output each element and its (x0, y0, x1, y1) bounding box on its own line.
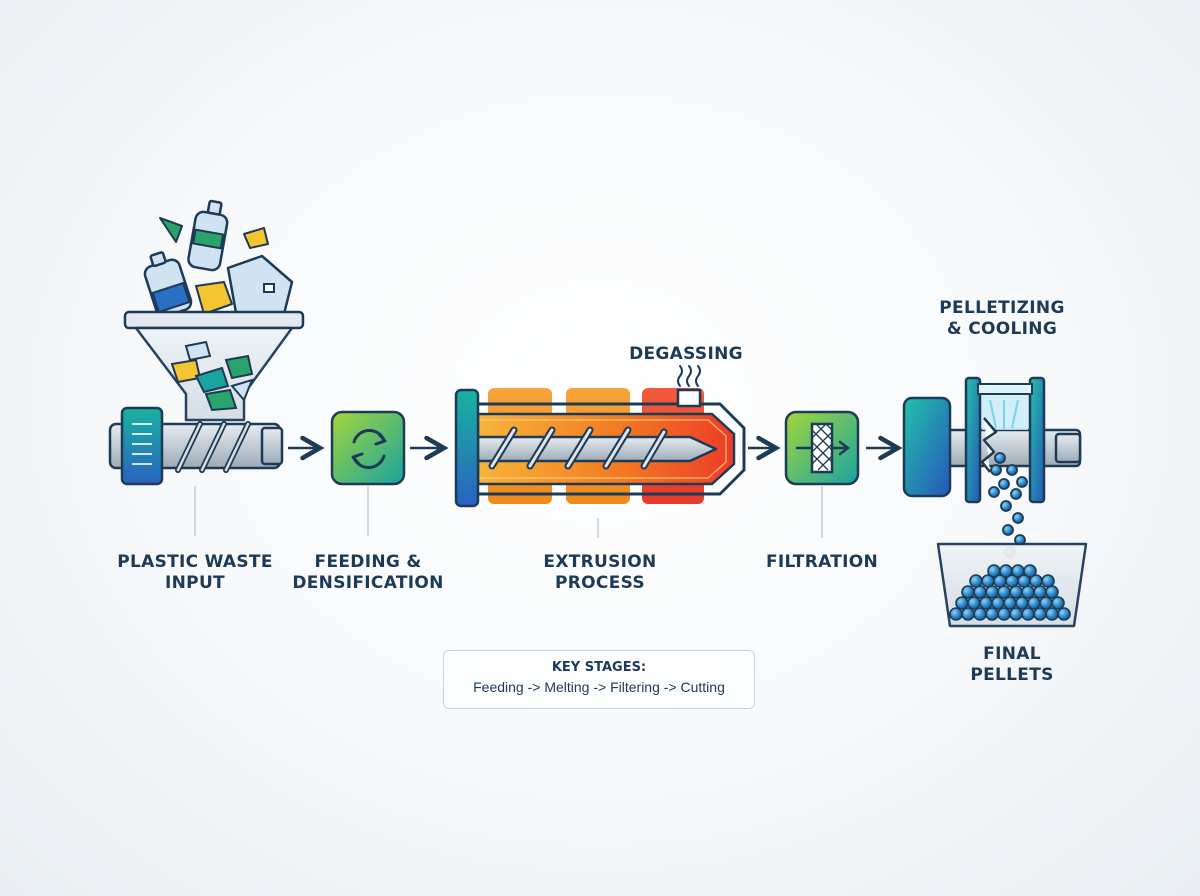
label-line: FEEDING & (314, 552, 422, 572)
key-stages-legend: KEY STAGES: Feeding -> Melting -> Filter… (443, 650, 755, 709)
label-feeding-densification: FEEDING & DENSIFICATION (290, 552, 446, 594)
falling-pellets (988, 452, 1028, 558)
legend-sequence: Feeding -> Melting -> Filtering -> Cutti… (473, 679, 725, 695)
cutter-icon (902, 376, 1082, 504)
pellet-bin-icon (936, 542, 1088, 628)
label-line: PELLETS (970, 665, 1054, 685)
label-final-pellets: FINAL PELLETS (942, 644, 1082, 686)
label-line: DENSIFICATION (292, 573, 444, 593)
legend-title: KEY STAGES: (551, 660, 647, 675)
label-line: FINAL (983, 644, 1041, 664)
label-plastic-waste-input: PLASTIC WASTE INPUT (110, 552, 280, 594)
label-line: FILTRATION (765, 552, 879, 572)
extruder-barrel (454, 388, 746, 508)
label-line: EXTRUSION (543, 552, 657, 572)
label-line: INPUT (165, 573, 225, 593)
bottle-icon (143, 251, 193, 318)
label-line: & COOLING (946, 319, 1058, 339)
label-line: PELLETIZING (939, 298, 1065, 318)
flake-icon (159, 217, 183, 243)
label-line: PLASTIC WASTE (117, 552, 273, 572)
label-pelletizing-cooling: PELLETIZING & COOLING (932, 298, 1072, 340)
bottle-icon (187, 199, 229, 272)
hopper-icon (123, 199, 305, 422)
label-extrusion-process: EXTRUSION PROCESS (520, 552, 680, 594)
label-line: PROCESS (555, 573, 645, 593)
label-filtration: FILTRATION (752, 552, 892, 573)
screw-icon (108, 406, 284, 486)
label-line: DEGASSING (629, 344, 743, 364)
flake-icon (243, 227, 269, 249)
flake-icon (195, 281, 233, 315)
filter-mesh-icon (784, 410, 860, 486)
label-degassing: DEGASSING (626, 344, 746, 365)
recycle-icon (330, 410, 406, 486)
steam-icon (677, 365, 701, 387)
